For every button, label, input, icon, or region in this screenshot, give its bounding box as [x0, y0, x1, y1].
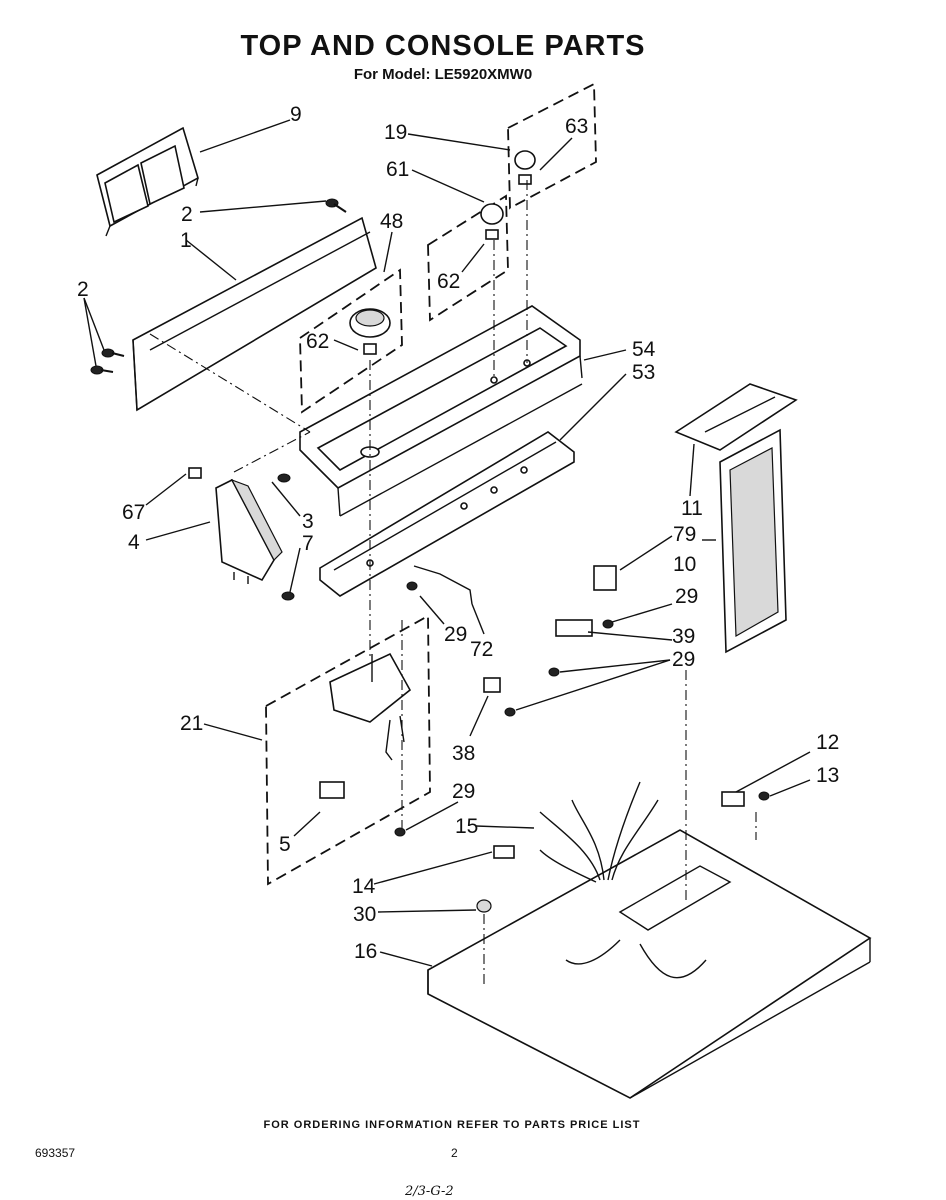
callout-1: 1: [180, 229, 192, 252]
part-29-screws: [394, 581, 614, 837]
part-4-end-cap: [215, 478, 283, 584]
callout-54: 54: [632, 338, 656, 361]
part-21-timer-group: [265, 614, 431, 886]
callout-79: 79: [673, 523, 696, 546]
callout-5: 5: [279, 833, 291, 856]
page-number: 2: [451, 1146, 458, 1160]
part-54-console-channel: [299, 305, 583, 517]
part-13-screw: [758, 791, 770, 801]
part-38-switch: [483, 677, 501, 693]
callout-62-right: 62: [437, 270, 460, 293]
callout-48: 48: [380, 210, 403, 233]
callout-29-d: 29: [452, 780, 475, 803]
callout-62-left: 62: [306, 330, 329, 353]
part-1-console-panel: [132, 216, 377, 412]
part-9-bracket: [96, 126, 199, 237]
part-61-knob-group: [427, 194, 509, 322]
callout-21: 21: [180, 712, 203, 735]
part-12-hinge: [721, 791, 745, 807]
part-10-lint-screen: [719, 428, 787, 654]
callout-19: 19: [384, 121, 407, 144]
leader-lines: [83, 119, 811, 967]
callout-29-c: 29: [444, 623, 467, 646]
callout-39: 39: [672, 625, 695, 648]
document-number: 693357: [35, 1146, 76, 1160]
callout-3: 3: [302, 510, 314, 533]
part-53-lower-channel: [319, 431, 575, 597]
callout-15: 15: [455, 815, 478, 838]
callout-2-left: 2: [77, 278, 89, 301]
page-title: TOP AND CONSOLE PARTS: [240, 30, 646, 62]
part-11-filter-cover: [674, 383, 798, 451]
handwritten-note: 2/3-G-2: [405, 1184, 454, 1199]
callout-9: 9: [290, 103, 302, 126]
callout-53: 53: [632, 361, 655, 384]
part-7-screw: [281, 591, 295, 601]
part-3-screw: [277, 473, 291, 483]
callout-67: 67: [122, 501, 145, 524]
callout-10: 10: [673, 553, 696, 576]
callout-14: 14: [352, 875, 376, 898]
callout-12: 12: [816, 731, 839, 754]
part-16-top-panel: [427, 829, 872, 1099]
model-subtitle: For Model: LE5920XMW0: [353, 66, 533, 83]
callout-29-b: 29: [672, 648, 695, 671]
callout-29-a: 29: [675, 585, 698, 608]
ordering-info-note: FOR ORDERING INFORMATION REFER TO PARTS …: [263, 1119, 641, 1131]
part-30-plug: [476, 899, 492, 913]
callout-4: 4: [128, 531, 140, 554]
callout-72: 72: [470, 638, 493, 661]
part-14-switch: [493, 845, 515, 859]
callout-38: 38: [452, 742, 475, 765]
part-39-switch: [555, 619, 593, 637]
callout-30: 30: [353, 903, 376, 926]
part-72-wire: [413, 565, 473, 605]
alignment-lines: [149, 180, 757, 986]
part-79-switch: [593, 565, 617, 591]
part-19-knob-group: [507, 82, 597, 210]
part-15-wire-harness: [539, 781, 707, 979]
part-48-knob-group: [299, 268, 403, 414]
callout-13: 13: [816, 764, 839, 787]
callout-63: 63: [565, 115, 588, 138]
callout-61: 61: [386, 158, 409, 181]
part-2-screws: [90, 198, 347, 375]
callout-11: 11: [681, 497, 703, 520]
callout-2-top: 2: [181, 203, 193, 226]
part-67-clip: [188, 467, 202, 479]
callout-7: 7: [302, 532, 314, 555]
callout-16: 16: [354, 940, 377, 963]
